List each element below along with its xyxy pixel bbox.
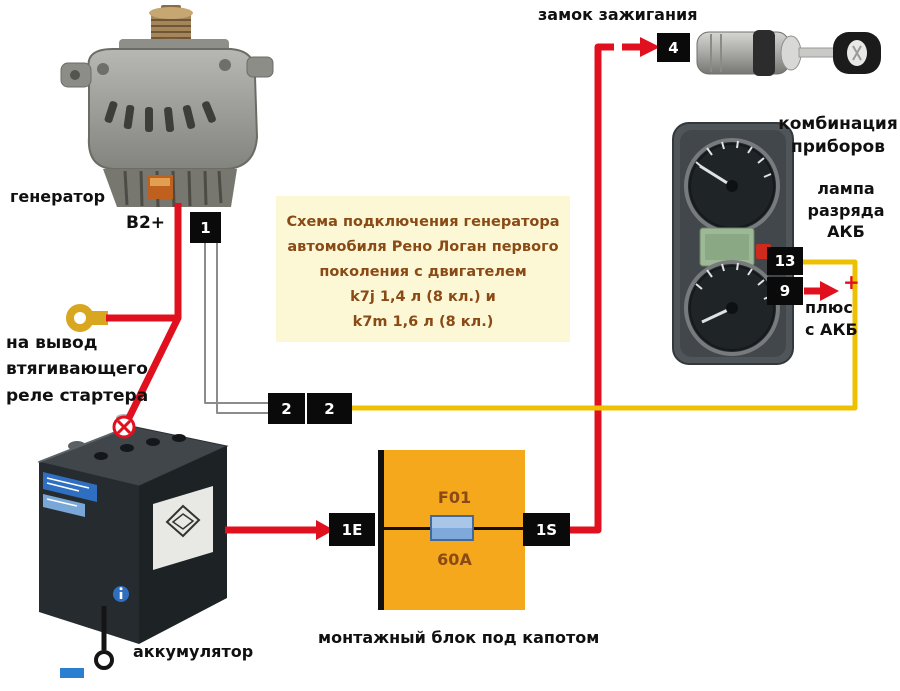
connector-harness-b: 2 [307, 393, 352, 424]
fuse-element [430, 515, 474, 541]
plus-akb-label: плюс с АКБ [805, 298, 858, 339]
alternator-photo [60, 5, 274, 208]
battery-label: аккумулятор [133, 642, 254, 661]
fuse-name: F01 [437, 488, 472, 507]
plus-sign: + [843, 270, 860, 294]
info-box: Схема подключения генератора автомобиля … [276, 196, 570, 342]
terminal-b2-label: B2+ [126, 213, 166, 233]
connector-cluster-pin9: 9 [767, 277, 803, 305]
fuse-rating: 60A [437, 550, 472, 569]
wire-thin-b [216, 243, 268, 414]
battery-minus-mark [60, 668, 84, 678]
connector-fuse-input: 1E [329, 513, 375, 546]
wire-red-1s-to-ignition [570, 43, 614, 534]
ring-terminal-icon [66, 304, 108, 332]
battery-photo [37, 414, 229, 644]
instrument-cluster-photo [672, 122, 794, 365]
wire-thin-a [204, 243, 268, 404]
connector-fuse-output: 1S [523, 513, 570, 546]
ignition-lock-photo [696, 30, 881, 76]
connector-generator-output: 1 [190, 212, 221, 243]
starter-relay-label: на вывод втягивающего реле стартера [6, 333, 149, 406]
charge-lamp-label: лампа разряда АКБ [807, 179, 885, 242]
fuse-box-label: монтажный блок под капотом [318, 628, 600, 647]
generator-label: генератор [10, 187, 106, 206]
connector-ignition-switch: 4 [657, 33, 690, 62]
ignition-lock-label: замок зажигания [538, 5, 698, 24]
connector-cluster-pin13: 13 [767, 247, 803, 275]
fuse-box: F01 60A [378, 450, 525, 610]
connector-harness-a: 2 [268, 393, 305, 424]
instrument-cluster-label: комбинация приборов [778, 114, 898, 157]
